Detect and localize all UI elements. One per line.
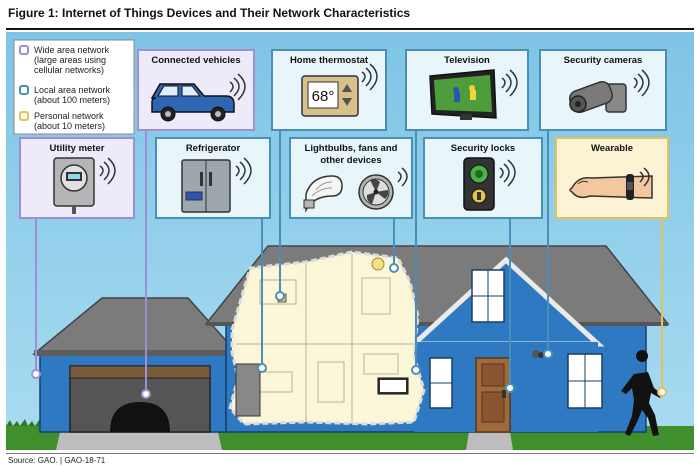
svg-text:Security cameras: Security cameras <box>564 55 643 66</box>
svg-text:Security locks: Security locks <box>451 143 515 154</box>
device-security-cameras: Security cameras <box>539 49 667 131</box>
wearable-wrist-icon <box>569 174 653 200</box>
svg-text:Connected vehicles: Connected vehicles <box>151 55 240 66</box>
legend-lan-label: Local area network <box>34 85 111 95</box>
house <box>31 245 670 433</box>
svg-text:Wearable: Wearable <box>591 143 633 154</box>
person-silhouette <box>621 350 662 436</box>
device-security-locks: Security locks <box>423 137 543 219</box>
svg-text:other devices: other devices <box>320 155 381 166</box>
wireless-signal-icon <box>499 159 516 187</box>
refrigerator-icon <box>181 159 231 213</box>
lightbulb-icon <box>303 175 343 213</box>
device-connected-vehicles: Connected vehicles <box>137 49 255 131</box>
car-silhouette <box>110 402 170 432</box>
thermostat-icon: 68° <box>301 75 359 117</box>
device-lightbulbs-fans: Lightbulbs, fans and other devices <box>289 137 413 219</box>
arrow-up-icon <box>342 84 352 92</box>
iot-diagram: Wide area network (large areas using cel… <box>6 32 694 450</box>
svg-text:Home thermostat: Home thermostat <box>290 55 369 66</box>
wireless-signal-icon <box>397 167 408 187</box>
svg-text:Lightbulbs, fans and: Lightbulbs, fans and <box>305 143 398 154</box>
svg-text:(about 100 meters): (about 100 meters) <box>34 95 110 105</box>
figure-title: Figure 1: Internet of Things Devices and… <box>8 6 411 20</box>
svg-text:cellular networks): cellular networks) <box>34 65 104 75</box>
legend-wan-label: Wide area network <box>34 45 110 55</box>
driveway <box>56 432 222 450</box>
connector-dots <box>31 263 667 399</box>
svg-text:Utility meter: Utility meter <box>50 143 105 154</box>
footer-rule <box>6 453 694 454</box>
device-utility-meter: Utility meter <box>19 137 135 219</box>
device-home-thermostat: Home thermostat 68° <box>271 49 387 131</box>
wireless-signal-icon <box>633 69 650 97</box>
wireless-signal-icon <box>229 73 246 101</box>
arrow-down-icon <box>342 98 352 106</box>
title-rule <box>6 28 694 30</box>
television-icon <box>429 69 497 120</box>
device-wearable: Wearable <box>555 137 669 219</box>
legend-wan-swatch <box>19 45 29 55</box>
svg-text:Television: Television <box>444 55 490 66</box>
wireless-signal-icon <box>361 63 378 91</box>
wireless-signal-icon <box>639 167 650 187</box>
network-legend: Wide area network (large areas using cel… <box>13 39 135 135</box>
svg-text:(about 10 meters): (about 10 meters) <box>34 121 105 131</box>
svg-text:(large areas using: (large areas using <box>34 55 106 65</box>
legend-lan-swatch <box>19 85 29 95</box>
wireless-signal-icon <box>501 69 518 97</box>
interior-fridge <box>235 363 261 417</box>
thermostat-reading: 68° <box>312 88 335 105</box>
wireless-signal-icon <box>99 157 116 185</box>
legend-pan-label: Personal network <box>34 111 104 121</box>
source-note: Source: GAO. | GAO-18-71 <box>8 456 106 465</box>
car-icon <box>150 83 235 122</box>
wireless-signal-icon <box>235 157 252 185</box>
smart-lock-icon <box>463 157 495 211</box>
utility-meter-icon <box>53 157 95 214</box>
fan-icon <box>358 174 394 210</box>
device-refrigerator: Refrigerator <box>155 137 271 219</box>
svg-text:Refrigerator: Refrigerator <box>186 143 241 154</box>
device-television: Television <box>405 49 529 131</box>
walkway <box>466 432 513 450</box>
legend-pan-swatch <box>19 111 29 121</box>
connector-lines <box>35 118 663 394</box>
security-camera-icon <box>569 80 627 114</box>
